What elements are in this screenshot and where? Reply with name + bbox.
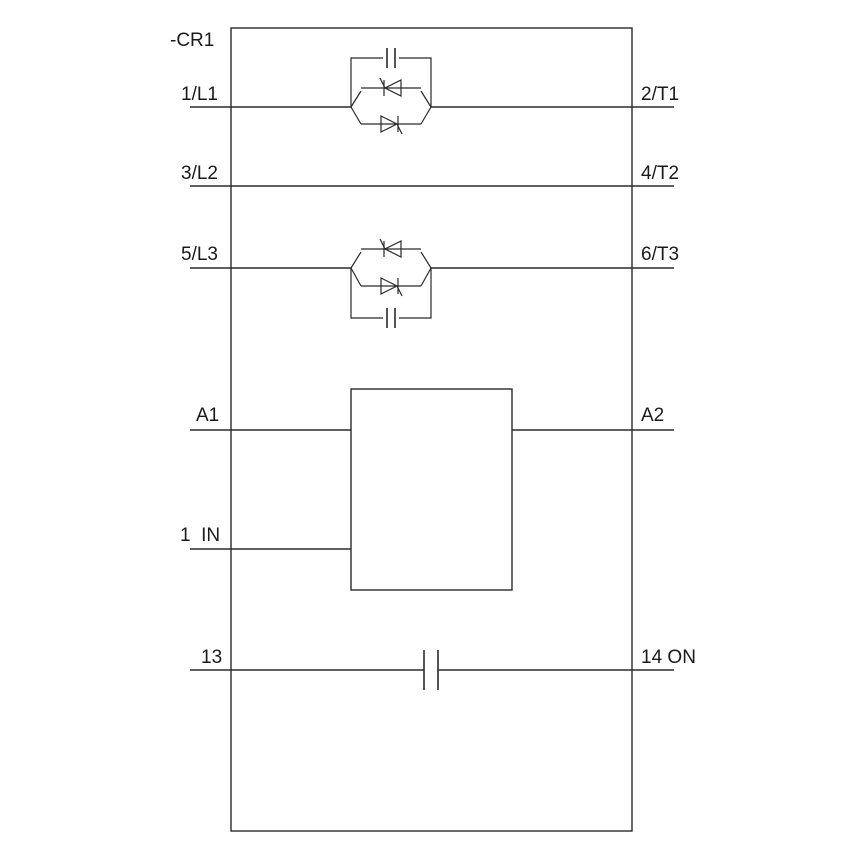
terminal-t1-label: 2/T1 bbox=[641, 84, 680, 105]
control-module-block bbox=[350, 388, 513, 591]
phase-3-bypass-left bbox=[350, 268, 383, 319]
terminal-l1-label: 1/L1 bbox=[181, 84, 218, 105]
phase-3-thyristor-forward bbox=[380, 277, 403, 297]
auxiliary-contact-13-14 bbox=[190, 650, 674, 690]
terminal-t2-label: 4/T2 bbox=[641, 163, 680, 184]
terminal-14-label: 14 ON bbox=[641, 647, 696, 668]
phase-3-bypass-right bbox=[399, 268, 432, 319]
terminal-l3-label: 5/L3 bbox=[181, 244, 218, 265]
terminal-a2-label: A2 bbox=[641, 405, 665, 426]
terminal-t3-label: 6/T3 bbox=[641, 244, 680, 265]
phase-1-bypass-left bbox=[350, 57, 383, 107]
terminal-a1-label: A1 bbox=[196, 405, 220, 426]
phase-1-thyristor-reverse bbox=[379, 77, 402, 97]
phase-3-circuit bbox=[190, 238, 674, 328]
terminal-l2-label: 3/L2 bbox=[181, 163, 218, 184]
terminal-in-label: 1 IN bbox=[180, 525, 221, 546]
phase-1-bypass-capacitor bbox=[386, 48, 396, 68]
phase-3-thyristor-reverse bbox=[379, 238, 402, 258]
terminal-13-label: 13 bbox=[201, 647, 223, 668]
phase-1-bypass-right bbox=[399, 57, 432, 107]
phase-1-circuit bbox=[190, 48, 674, 135]
device-tag-label: -CR1 bbox=[170, 30, 215, 51]
phase-1-thyristor-forward bbox=[380, 115, 403, 135]
phase-3-bypass-capacitor bbox=[386, 308, 396, 328]
